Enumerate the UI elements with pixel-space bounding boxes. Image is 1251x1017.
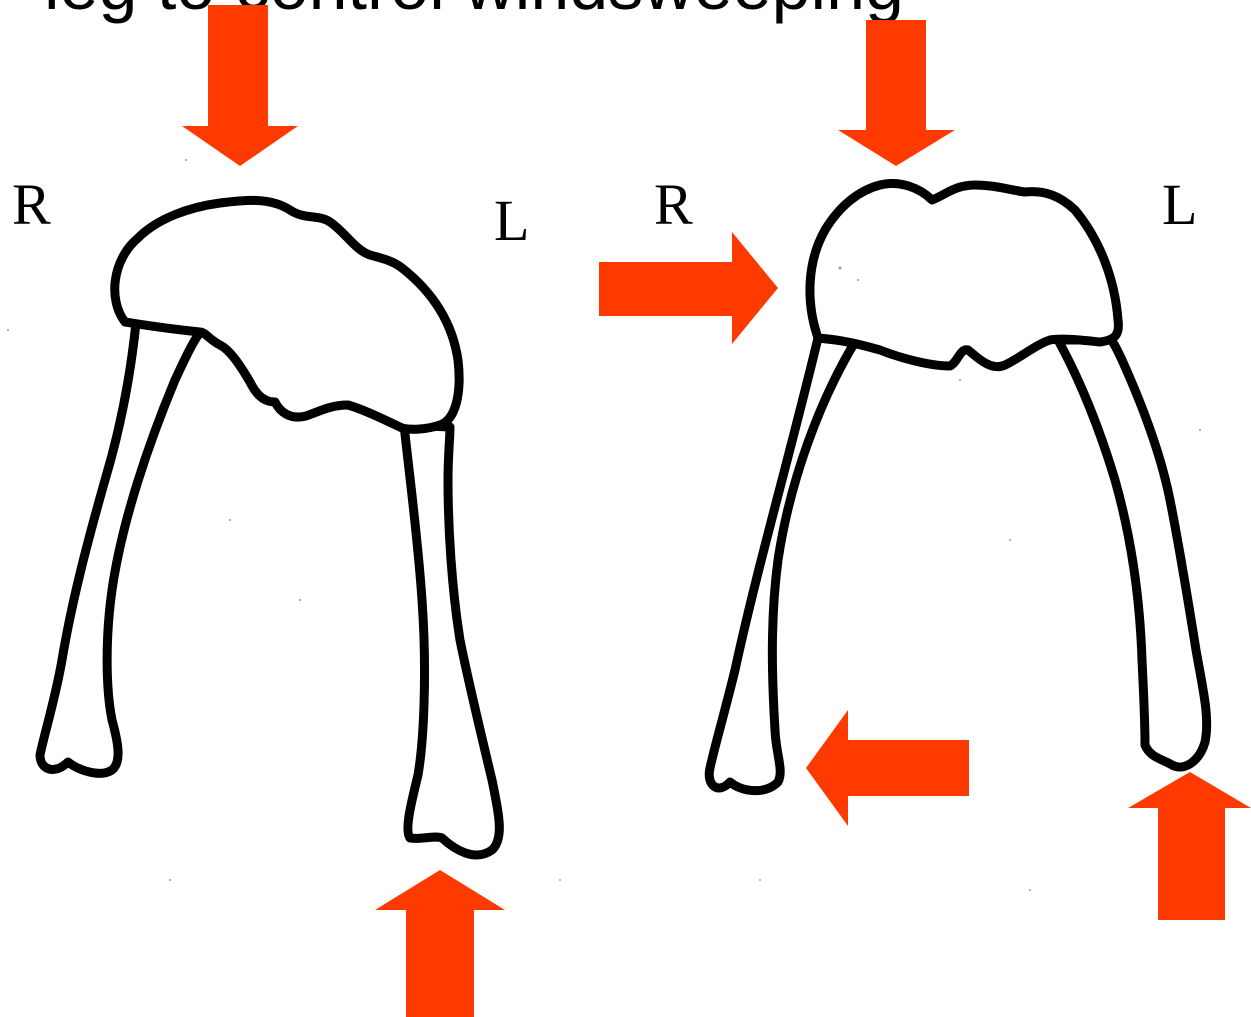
left-figure [40, 200, 499, 855]
left-figure-down-arrow [182, 5, 298, 166]
right-figure-right-leg-bone [709, 338, 855, 791]
right-figure-down-arrow [838, 20, 955, 166]
left-figure-right-leg-bone [40, 323, 202, 773]
right-figure-left-arrow [806, 710, 969, 826]
right-figure-pelvis [810, 183, 1118, 366]
left-figure-left-leg-bone [404, 425, 499, 855]
left-figure-up-arrow [375, 870, 505, 1017]
right-figure-left-leg-bone [1058, 340, 1207, 767]
right-figure [709, 183, 1206, 790]
right-figure-up-arrow [1128, 772, 1251, 920]
right-figure-right-arrow [599, 232, 778, 344]
